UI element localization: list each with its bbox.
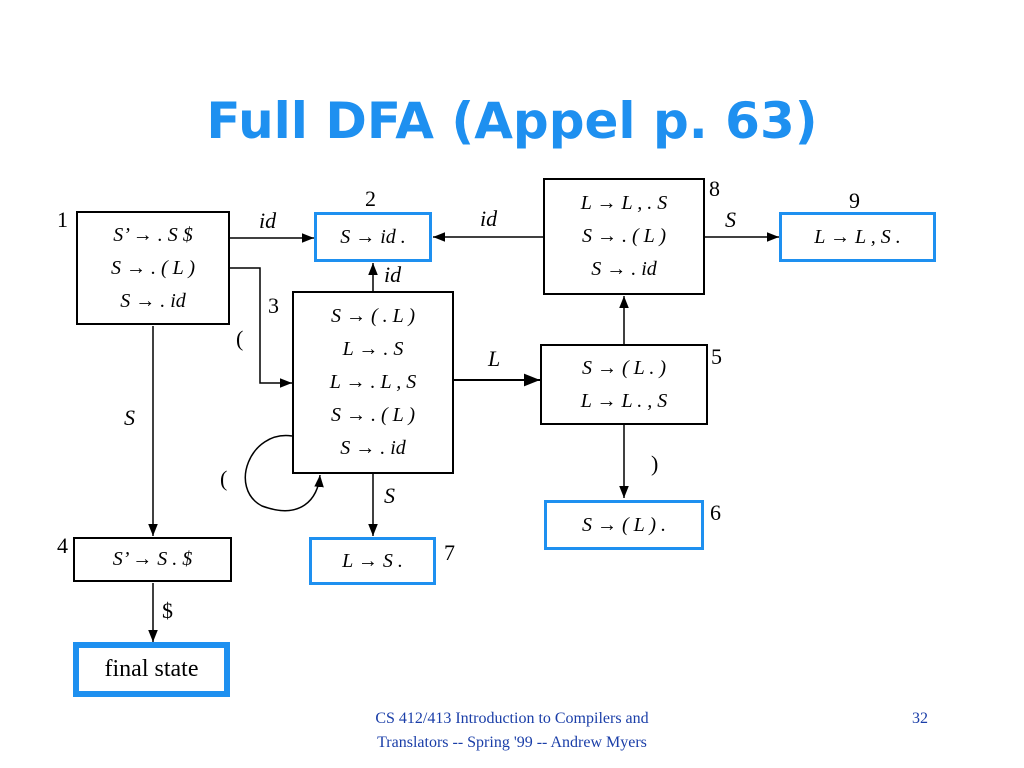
state-9-item: L → L , S . [814,225,901,248]
state-5-number: 5 [711,344,722,369]
slide-title: Full DFA (Appel p. 63) [206,92,818,150]
state-6-box: S → ( L ) . [544,500,704,550]
state-8-item: L → L , . S [580,192,668,214]
state-9-box: L → L , S . [779,212,936,262]
edge-label-8-2: id [480,206,498,231]
state-3-item: S → . id [340,437,406,459]
footer-course-info: CS 412/413 Introduction to Compilers and… [375,710,649,751]
edge-label-3-3: ( [220,466,228,491]
state-7-item: L → S . [342,549,403,572]
edge-label-8-9: S [725,207,736,232]
state-3-item: S → . ( L ) [330,404,416,426]
state-1-item: S → . id [120,289,186,312]
page-number: 32 [912,710,928,727]
final-state-label: final state [104,656,199,682]
edge-label-3-7: S [384,483,395,508]
state-2-box: S → id . [314,212,432,262]
edge-label-5-6: ) [651,451,659,476]
edge-label-1-3: ( [236,326,244,351]
edge-label-3-5: L [488,346,501,371]
state-8-box: L → L , . S S → . ( L ) S → . id [543,178,705,295]
state-8-item: S → . id [591,258,657,280]
state-2-number: 2 [365,186,376,211]
final-state-box: final state [73,642,230,697]
edge-1-3 [230,267,292,388]
state-3-item: L → . L , S [329,371,417,393]
edge-3-3-loop [244,435,324,512]
state-1-box: S’ → . S $ S → . ( L ) S → . id [76,211,230,325]
state-7-number: 7 [444,540,455,565]
state-1-item: S → . ( L ) [110,256,196,279]
state-3-number: 3 [268,293,279,318]
state-8-number: 8 [709,176,720,201]
state-8-item: S → . ( L ) [581,225,667,247]
edge-label-1-2: id [259,208,277,233]
state-5-item: S → ( L . ) [581,356,667,379]
edge-label-3-2: id [384,262,402,287]
edge-label-4-final: $ [162,598,173,623]
state-1-number: 1 [57,207,68,232]
state-3-item: S → ( . L ) [330,305,416,327]
edge-label-1-4: S [124,405,135,430]
state-4-box: S’ → S . $ [73,537,232,582]
state-3-box: S → ( . L ) L → . S L → . L , S S → . ( … [292,291,454,474]
state-6-item: S → ( L ) . [581,513,667,536]
state-4-item: S’ → S . $ [112,548,193,570]
state-5-box: S → ( L . ) L → L . , S [540,344,708,425]
state-1-item: S’ → . S $ [113,223,193,246]
state-4-number: 4 [57,533,68,558]
state-5-item: L → L . , S [580,389,668,412]
state-6-number: 6 [710,500,721,525]
state-3-item: L → . S [342,338,404,360]
state-7-box: L → S . [309,537,436,585]
state-9-number: 9 [849,188,860,213]
state-2-item: S → id . [340,225,406,248]
